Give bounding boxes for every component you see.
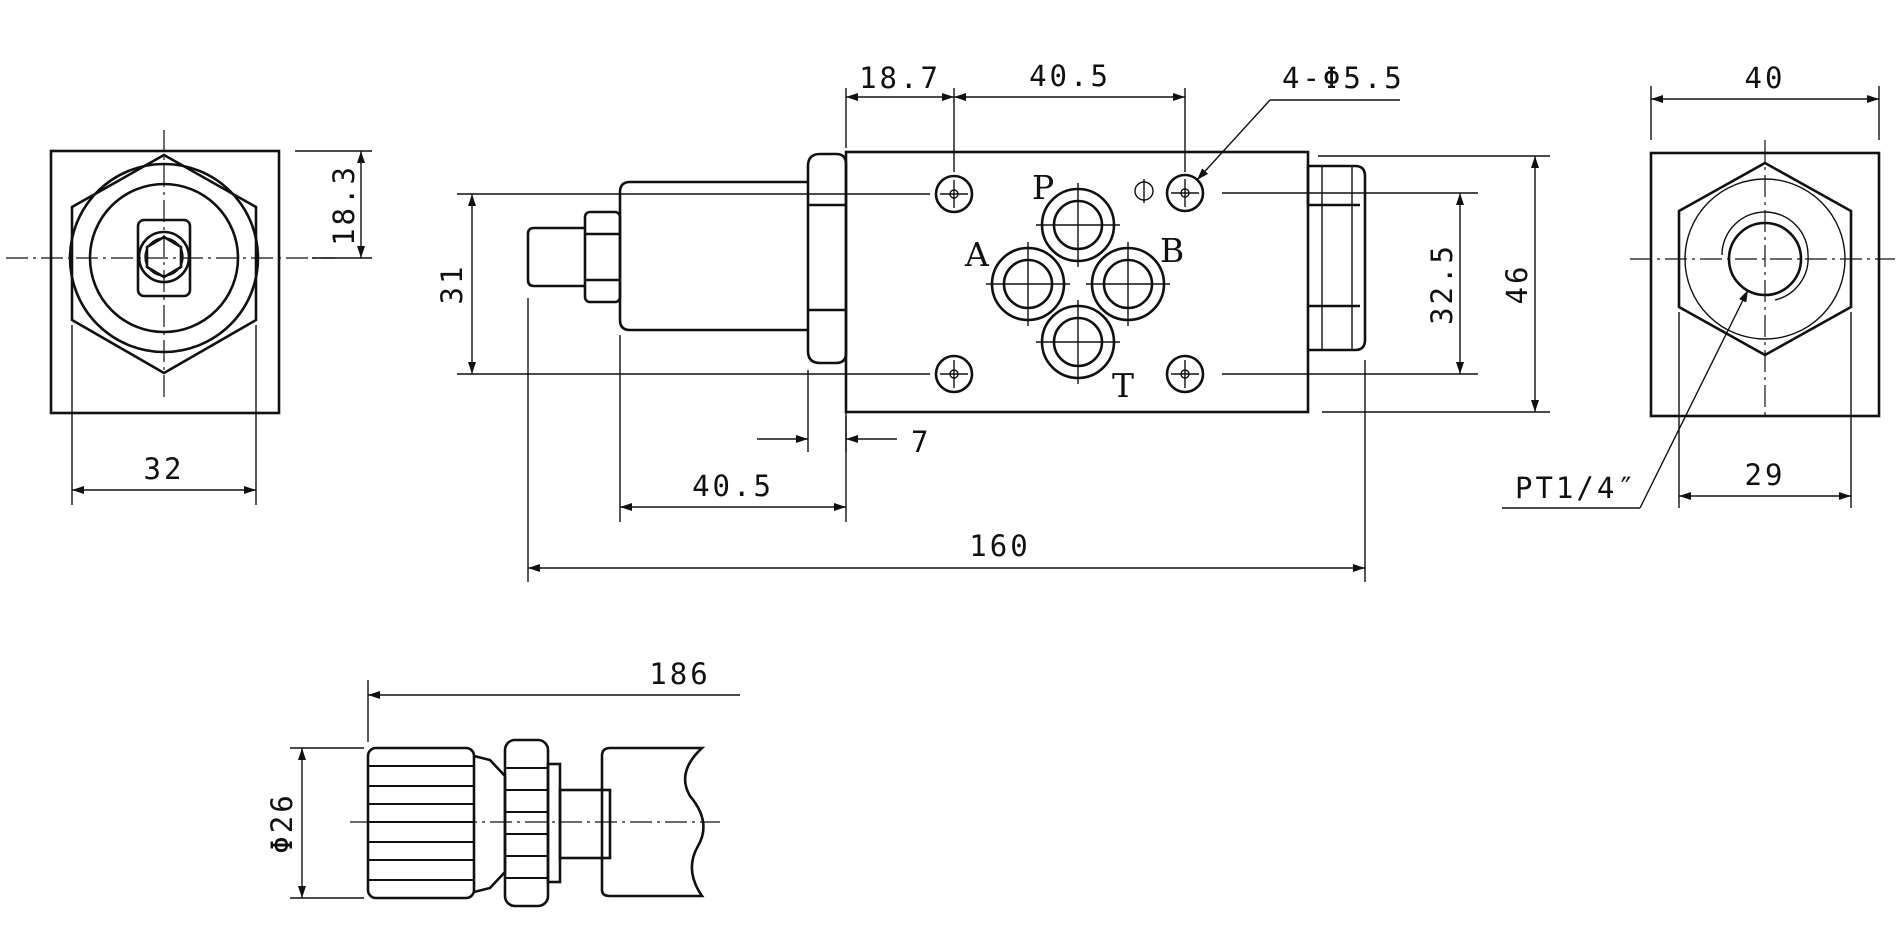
port-label-t: T [1112, 366, 1134, 405]
mounting-hole-tl [934, 174, 974, 214]
left-end-view: 18.3 32 [6, 130, 372, 505]
dim-4-holes: 4-Φ5.5 [1282, 61, 1405, 95]
dim-46: 46 [1500, 264, 1534, 305]
right-end-view: 40 29 PT1/4″ [1502, 61, 1895, 509]
dim-29: 29 [1745, 458, 1786, 492]
dim-32-5: 32.5 [1425, 243, 1459, 325]
dim-40-5-top: 40.5 [1029, 59, 1111, 93]
dim-18-7: 18.7 [859, 61, 941, 95]
dim-phi-26: Φ26 [265, 792, 299, 853]
dim-pt-thread: PT1/4″ [1515, 471, 1638, 505]
port-p [1036, 183, 1120, 267]
port-label-p: P [1032, 168, 1054, 207]
port-label-b: B [1160, 231, 1184, 270]
dim-160: 160 [969, 529, 1030, 563]
knob-detail-view: 186 Φ26 [265, 657, 740, 908]
port-b [1086, 242, 1170, 326]
dim-31: 31 [435, 264, 469, 305]
port-t [1036, 300, 1120, 384]
dim-40-5-bottom: 40.5 [692, 469, 774, 503]
mounting-hole-tr [1165, 173, 1205, 213]
mounting-hole-br [1165, 354, 1205, 394]
dim-40: 40 [1745, 61, 1786, 95]
port-label-a: A [964, 235, 990, 274]
dim-18-3: 18.3 [327, 164, 361, 246]
mounting-hole-bl [934, 354, 974, 394]
main-front-view: P A B T 18.7 40.5 4-Φ5.5 31 32.5 46 [435, 59, 1550, 582]
dim-32: 32 [144, 452, 185, 486]
dim-186: 186 [649, 657, 710, 691]
port-a [986, 242, 1070, 326]
dim-7: 7 [911, 425, 931, 459]
